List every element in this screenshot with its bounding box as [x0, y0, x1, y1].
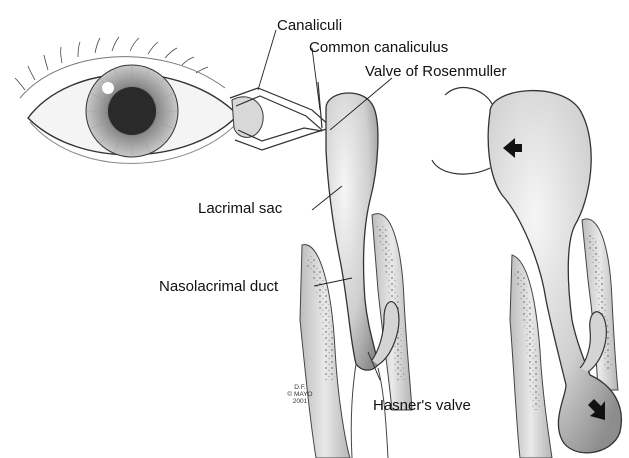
- label-valve-of-rosenmuller: Valve of Rosenmuller: [365, 64, 506, 79]
- label-common-canaliculus: Common canaliculus: [309, 40, 448, 55]
- label-hasners-valve: Hasner's valve: [373, 398, 471, 413]
- credit-line-2: © MAYO: [283, 391, 317, 398]
- artist-credit: D.F. © MAYO 2001: [283, 384, 317, 406]
- label-lacrimal-sac: Lacrimal sac: [198, 201, 282, 216]
- label-canaliculi: Canaliculi: [277, 18, 342, 33]
- label-nasolacrimal-duct: Nasolacrimal duct: [159, 279, 278, 294]
- credit-line-3: 2001: [283, 398, 317, 405]
- eye-icon: [15, 37, 263, 163]
